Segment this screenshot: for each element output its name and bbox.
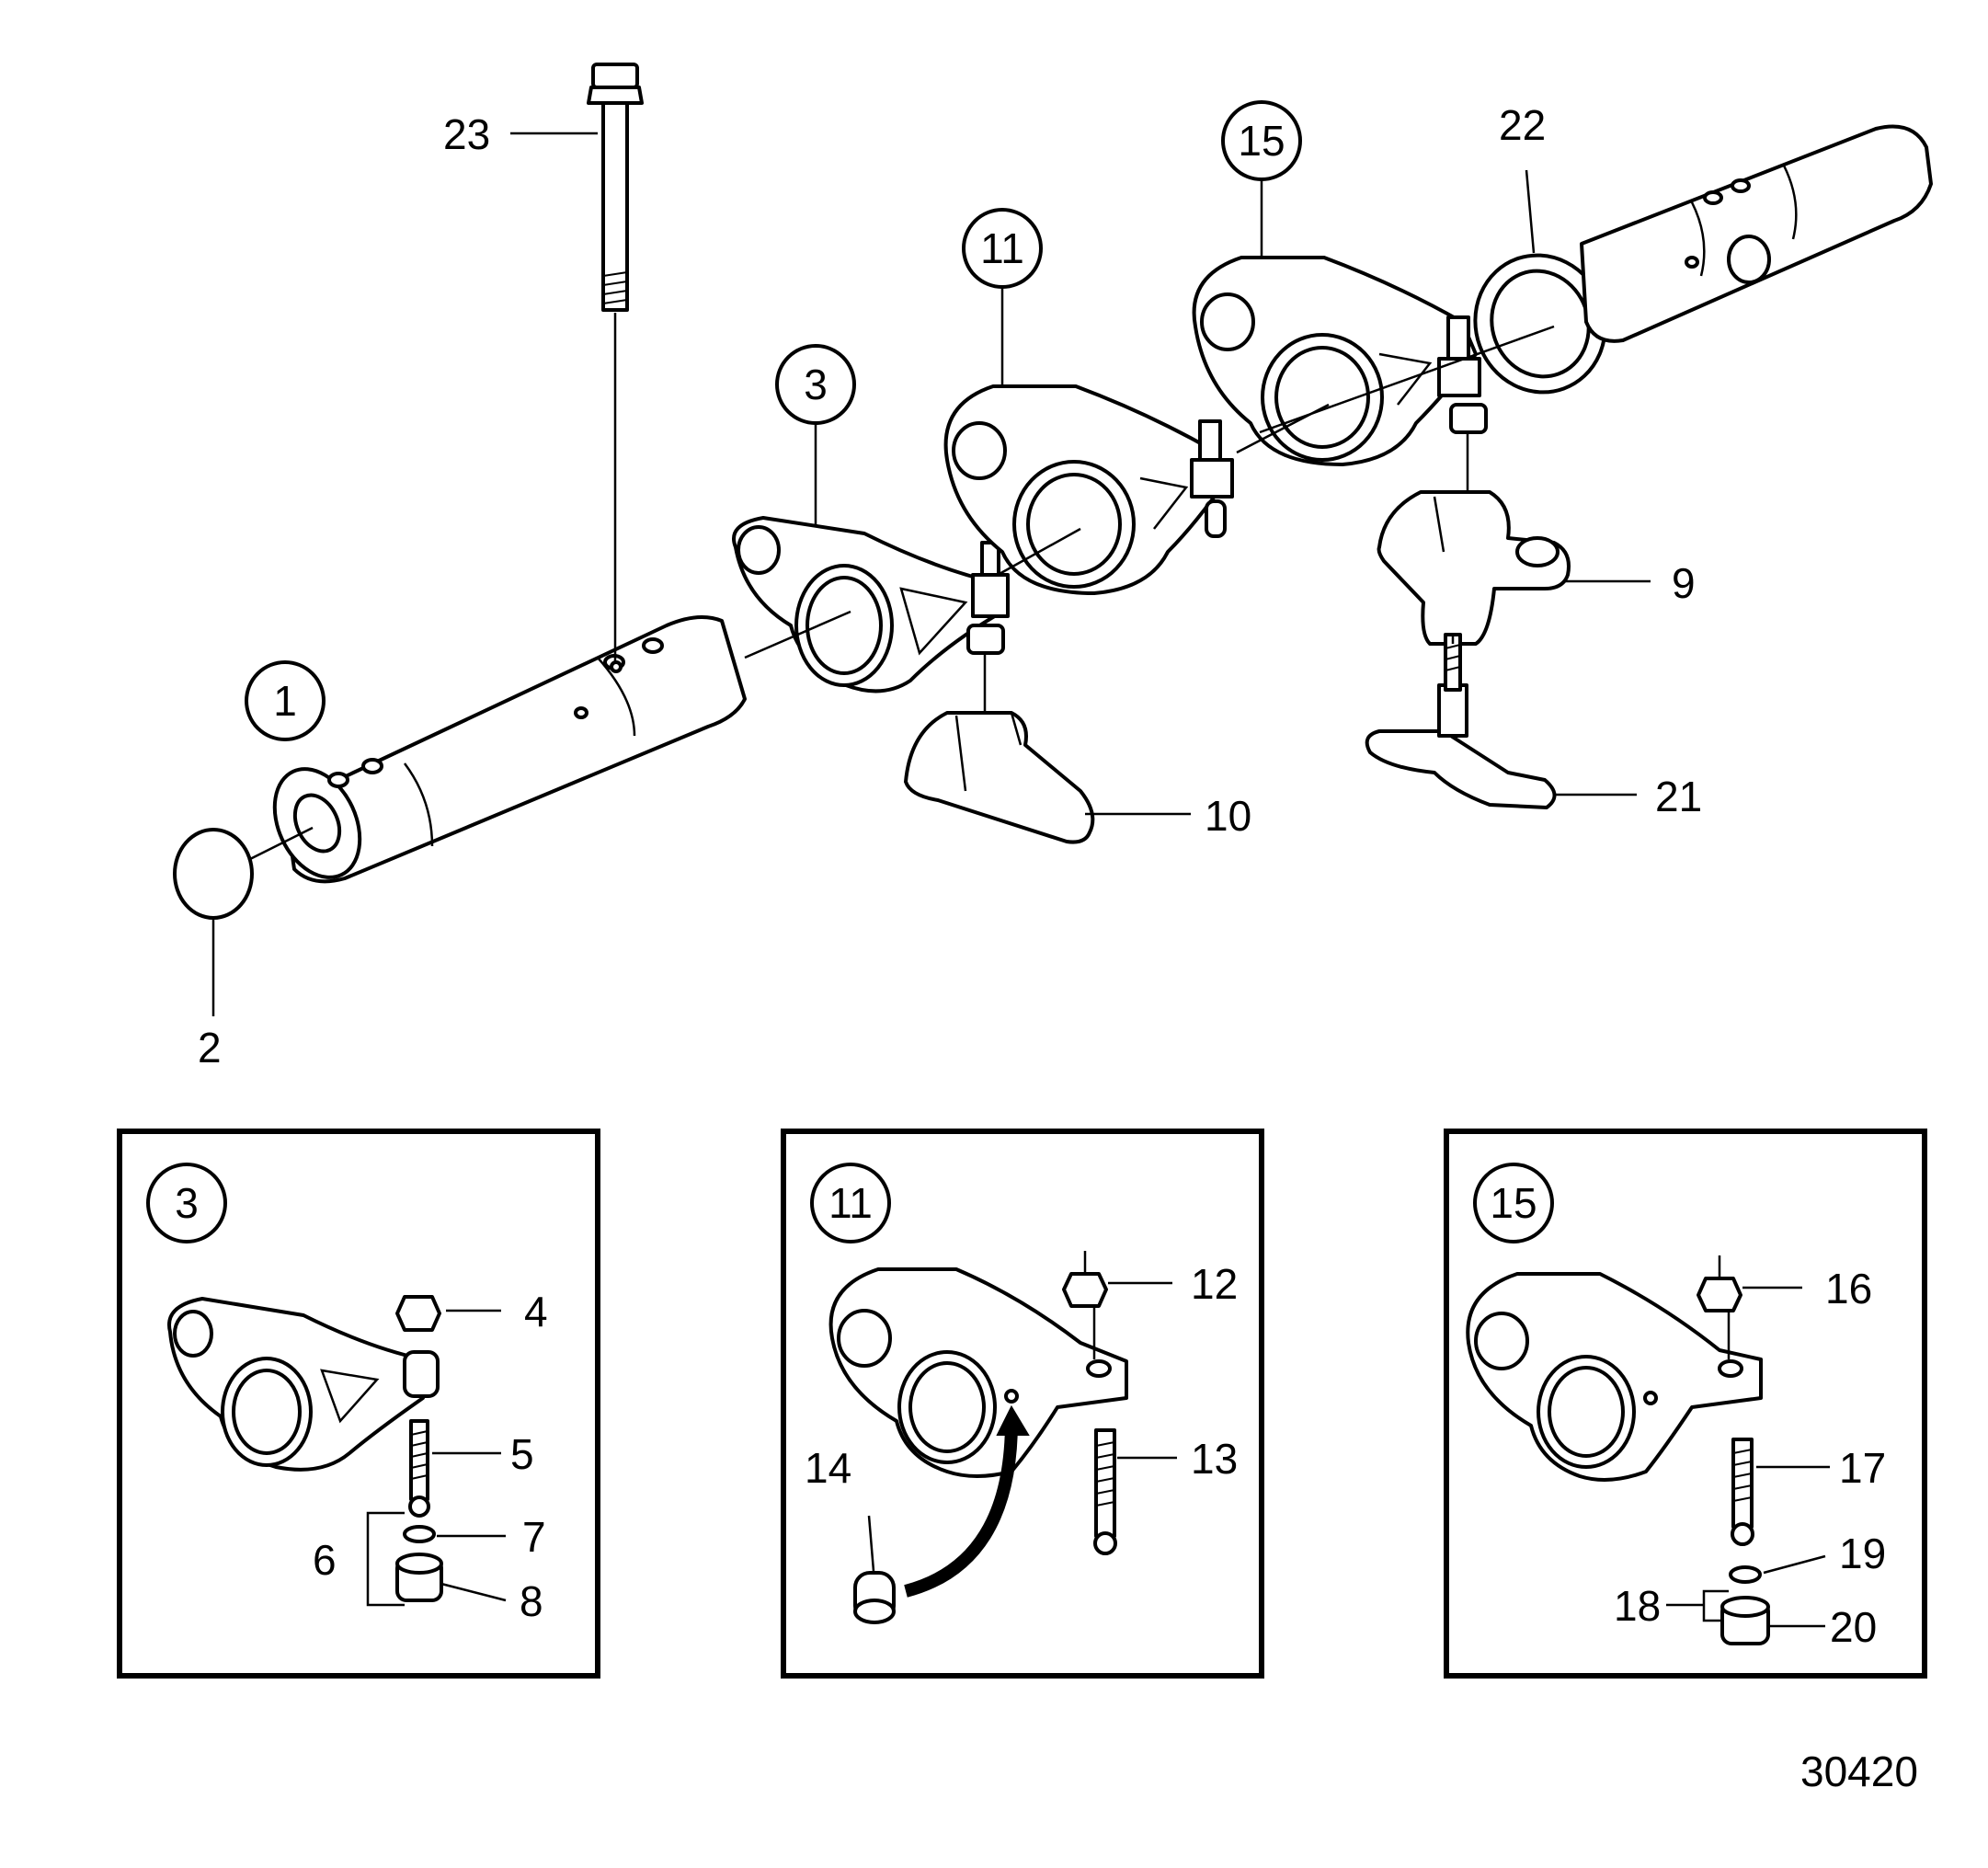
- label-21: 21: [1655, 773, 1702, 820]
- label-14: 14: [805, 1444, 851, 1492]
- callout-circle-15: 15: [1221, 100, 1302, 181]
- inset-nut-12: [1062, 1272, 1108, 1308]
- inset-nut-4: [395, 1295, 441, 1332]
- inset-rocker-arm-3: [167, 1297, 440, 1472]
- callout-circle-3: 3: [775, 344, 856, 425]
- inset-plug-14: [853, 1571, 896, 1624]
- inset-rocker-arm-15: [1466, 1272, 1763, 1482]
- inset-rocker-arm-11: [828, 1267, 1128, 1478]
- svg-text:11: 11: [980, 224, 1024, 272]
- valve-bridge-9: [1377, 490, 1571, 646]
- label-4: 4: [524, 1288, 548, 1335]
- inset-nut-16: [1697, 1277, 1742, 1312]
- valve-bridge-10: [904, 711, 1095, 844]
- rocker-shaft-right: [1580, 124, 1933, 343]
- end-plug: [173, 828, 254, 920]
- label-7: 7: [522, 1513, 546, 1561]
- label-9: 9: [1672, 559, 1696, 607]
- label-19: 19: [1839, 1530, 1886, 1577]
- label-13: 13: [1191, 1435, 1238, 1483]
- rocker-shaft-left: [272, 615, 747, 884]
- inset-box-15: [1444, 1129, 1927, 1679]
- rocker-arm-3: [732, 516, 1010, 693]
- inset-washer-7: [403, 1525, 436, 1543]
- label-18: 18: [1614, 1582, 1661, 1630]
- label-17: 17: [1839, 1444, 1886, 1492]
- inset-callout-circle-15: 15: [1473, 1163, 1554, 1243]
- inset-screw-5: [408, 1419, 430, 1518]
- label-20: 20: [1830, 1603, 1877, 1651]
- label-22: 23: [443, 110, 490, 158]
- label-6: 6: [313, 1536, 337, 1584]
- callout-circle-1: 1: [245, 660, 326, 741]
- inset-washer-19: [1729, 1565, 1762, 1584]
- rocker-arm-15: [1192, 256, 1488, 466]
- label-23: 22: [1499, 101, 1546, 149]
- inset-screw-17: [1731, 1438, 1754, 1546]
- inset-screw-13: [1093, 1428, 1117, 1555]
- svg-text:15: 15: [1238, 117, 1285, 165]
- inset-callout-circle-3: 3: [146, 1163, 227, 1243]
- svg-text:3: 3: [175, 1179, 199, 1227]
- svg-text:3: 3: [804, 361, 828, 408]
- label-16: 16: [1825, 1265, 1872, 1312]
- label-12: 12: [1191, 1260, 1238, 1308]
- label-8: 8: [520, 1577, 543, 1625]
- inset-box-3: [117, 1129, 600, 1679]
- svg-text:15: 15: [1490, 1179, 1537, 1227]
- inset-callout-circle-11: 11: [810, 1163, 891, 1243]
- svg-text:11: 11: [828, 1179, 873, 1227]
- callout-circle-11: 11: [962, 208, 1043, 289]
- bolt: [587, 63, 644, 312]
- label-10: 10: [1205, 792, 1251, 840]
- inset-cap-20: [1720, 1596, 1770, 1645]
- svg-text:1: 1: [273, 677, 297, 725]
- inset-cap-8: [395, 1553, 443, 1602]
- label-5: 5: [510, 1430, 534, 1478]
- stud-plate-21: [1365, 633, 1557, 809]
- label-2: 2: [198, 1024, 222, 1072]
- drawing-number: 30420: [1800, 1748, 1918, 1795]
- inset-box-11: [781, 1129, 1264, 1679]
- rocker-arm-11: [943, 384, 1234, 595]
